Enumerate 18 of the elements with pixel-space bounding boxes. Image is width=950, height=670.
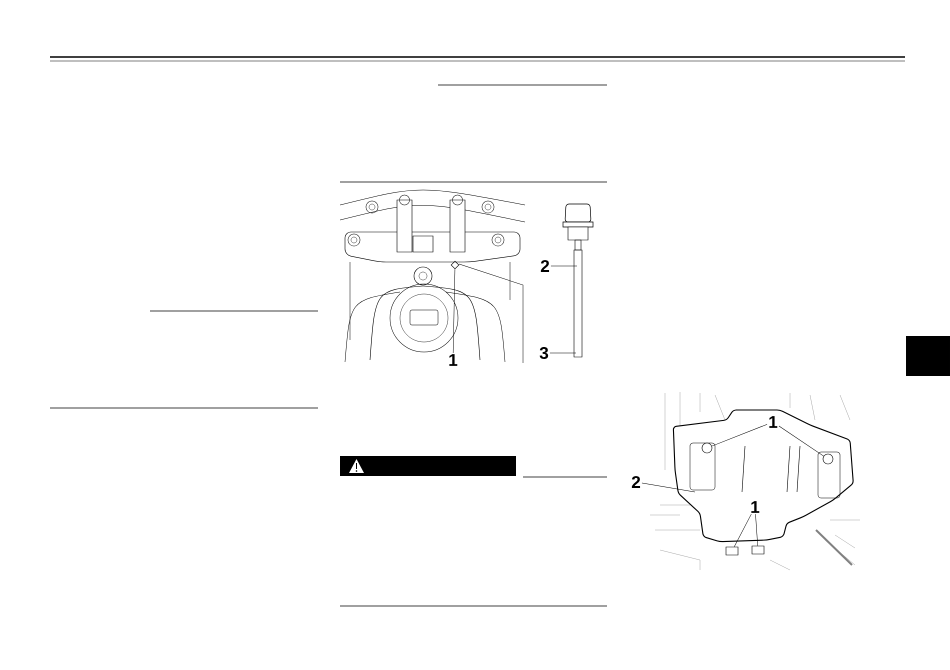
leader-line [712,424,768,446]
callout-number: 2 [540,260,550,272]
callout-number: 1 [449,354,458,366]
callout-number: 2 [632,476,640,488]
leader-line [452,268,456,354]
leader-line [778,426,824,456]
callout-number: 1 [769,416,778,428]
bolt [702,442,712,454]
callout-number: 3 [540,346,548,360]
leader-line [642,482,696,492]
leader-line [734,514,752,547]
leader-line [550,352,576,354]
bracket-bolt [726,546,738,556]
bracket-bolt [752,546,764,554]
bolt [822,454,834,464]
mark-symbol [450,260,460,270]
callout-number: 1 [751,501,760,513]
leader-line [755,514,758,546]
